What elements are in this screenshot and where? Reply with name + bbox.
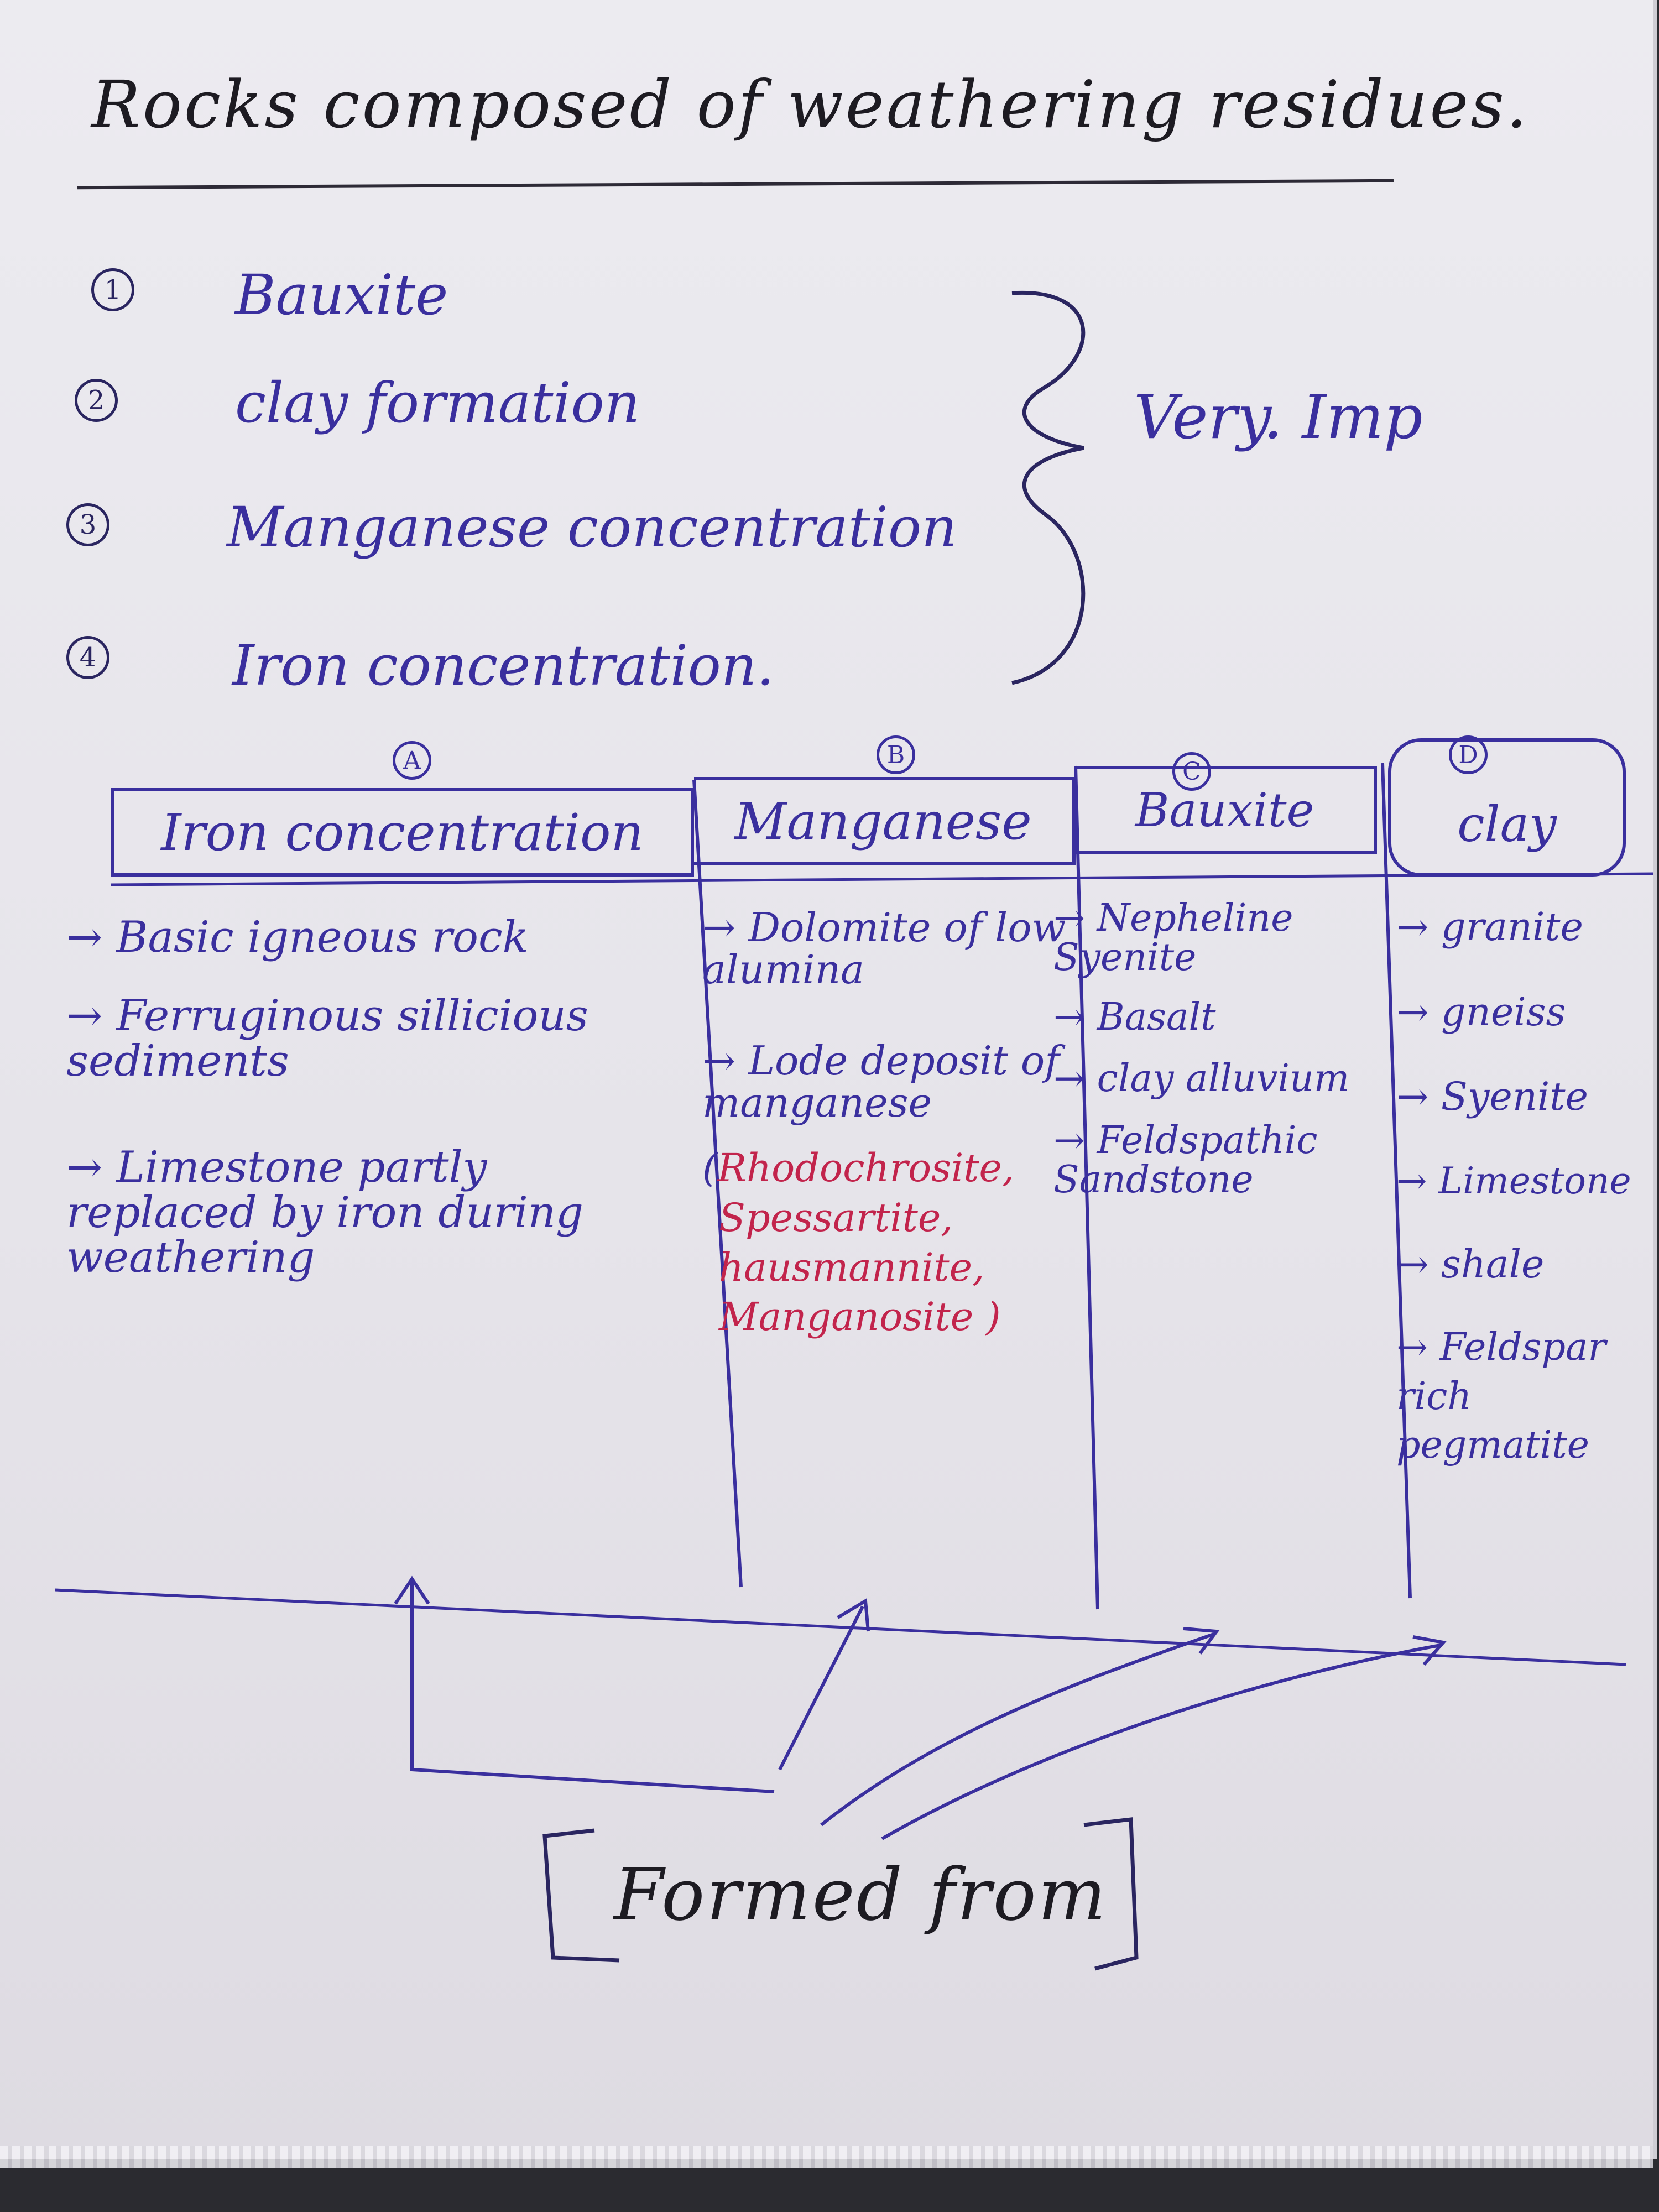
arrow-marker: → (1053, 896, 1085, 940)
mineral-item: Rhodochrosite, (717, 1145, 1015, 1191)
list-number: 1 (91, 268, 134, 311)
item-text: granite (1441, 904, 1583, 950)
footer-label: Formed from (614, 1853, 1108, 1937)
column-header-clay: clay (1388, 738, 1626, 877)
column-bauxite-items: → Nepheline Syenite → Basalt → clay allu… (1053, 899, 1380, 1219)
column-iron-items: → Basic igneous rock → Ferruginous silli… (66, 915, 686, 1301)
arrow-marker: → (1396, 989, 1429, 1035)
mineral-item: Manganosite ) (719, 1294, 1001, 1340)
item-text: Nepheline Syenite (1053, 896, 1293, 980)
item-text: gneiss (1441, 989, 1566, 1035)
arrow-marker: → (1396, 904, 1429, 950)
torn-page-edge (0, 2146, 1653, 2168)
list-item: → Limestone (1396, 1159, 1640, 1202)
item-text: Syenite (1441, 1074, 1588, 1119)
column-clay-items: → granite → gneiss → Syenite → Limestone… (1396, 904, 1640, 1490)
arrow-marker: → (66, 990, 103, 1041)
list-item: → Dolomite of low alumina (702, 904, 1067, 993)
list-number: 3 (66, 503, 109, 546)
arrow-marker: → (66, 912, 103, 962)
arrow-marker: → (1396, 1159, 1427, 1202)
list-item: Bauxite (235, 263, 448, 327)
list-item: → Ferruginous sillicious sediments (66, 990, 619, 1086)
list-item: Iron concentration. (232, 633, 775, 698)
item-text: Basalt (1097, 995, 1216, 1039)
list-item: → Syenite (1396, 1074, 1640, 1119)
list-item: Manganese concentration (227, 495, 957, 560)
list-item: → clay alluvium (1053, 1059, 1380, 1098)
arrow-marker: → (66, 1142, 103, 1192)
mineral-item: Spessartite, (719, 1194, 953, 1240)
brace-note: Very. Imp (1134, 382, 1423, 452)
item-text: Feldspathic Sandstone (1053, 1118, 1318, 1202)
open-paren: ( (702, 1145, 718, 1191)
list-item: → Feldspar rich pegmatite (1396, 1323, 1606, 1470)
list-item: clay formation (235, 371, 640, 435)
list-item: → shale (1396, 1244, 1640, 1285)
arrow-marker: → (1396, 1326, 1428, 1370)
item-text: Basic igneous rock (116, 912, 529, 962)
arrow-marker: → (702, 904, 736, 951)
mineral-list: (Rhodochrosite, Spessartite, hausmannite… (702, 1144, 1067, 1342)
column-letter: B (877, 735, 915, 774)
list-item: → Basalt (1053, 998, 1380, 1037)
list-item: → Limestone partly replaced by iron duri… (66, 1145, 680, 1281)
list-item: → Feldspathic Sandstone (1053, 1118, 1380, 1202)
arrow-marker: → (1396, 1074, 1429, 1119)
arrow-marker: → (1053, 1118, 1085, 1162)
arrow-marker: → (1053, 995, 1085, 1039)
column-manganese-items: → Dolomite of low alumina → Lode deposit… (702, 904, 1067, 1342)
column-header-iron: Iron concentration (111, 788, 694, 877)
arrow-marker: → (1396, 1241, 1429, 1287)
item-text: Lode deposit of manganese (702, 1037, 1060, 1126)
item-text: Limestone partly replaced by iron during… (66, 1142, 583, 1283)
item-text: Feldspar rich pegmatite (1396, 1326, 1606, 1468)
arrow-marker: → (702, 1037, 736, 1084)
mineral-item: hausmannite, (719, 1244, 985, 1290)
list-item: → granite (1396, 904, 1640, 950)
column-letter: D (1449, 735, 1488, 774)
item-text: clay alluvium (1097, 1057, 1350, 1101)
list-number: 2 (75, 379, 118, 422)
list-item: → Lode deposit of manganese (702, 1040, 1067, 1124)
page-title: Rocks composed of weathering residues. (91, 66, 1530, 143)
list-item: → Nepheline Syenite (1053, 899, 1380, 978)
column-header-bauxite: Bauxite (1076, 766, 1377, 854)
item-text: Dolomite of low alumina (702, 904, 1066, 993)
arrow-marker: → (1053, 1057, 1085, 1101)
column-letter: C (1172, 752, 1211, 791)
column-letter: A (393, 741, 431, 780)
item-text: Ferruginous sillicious sediments (66, 990, 588, 1086)
list-item: → Basic igneous rock (66, 915, 686, 961)
item-text: shale (1441, 1241, 1545, 1287)
list-item: → gneiss (1396, 992, 1640, 1033)
list-number: 4 (66, 636, 109, 679)
column-header-manganese: Manganese (694, 777, 1076, 865)
item-text: Limestone (1438, 1159, 1631, 1202)
